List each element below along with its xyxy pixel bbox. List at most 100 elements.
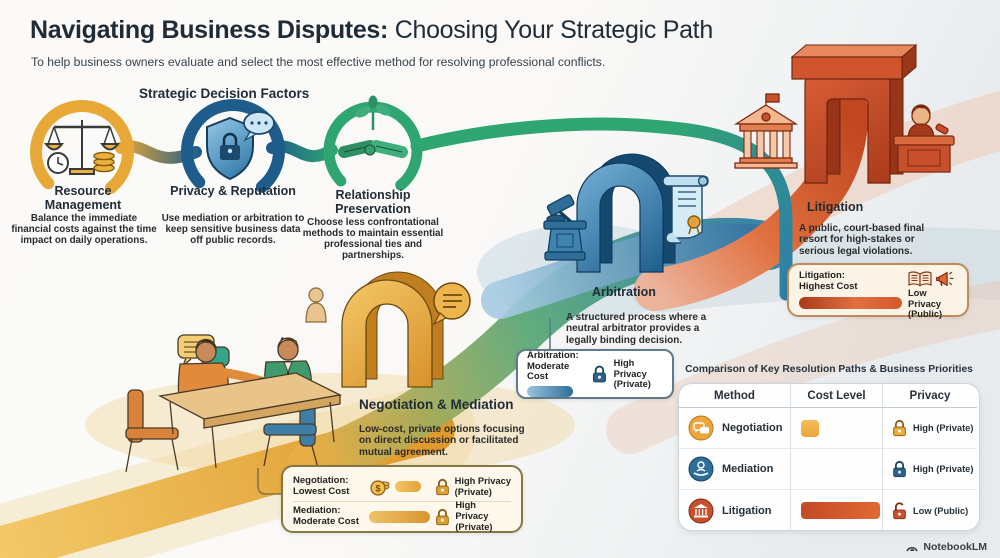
negotiation-mediation-callout: Negotiation: Lowest Cost $ High Privacy … bbox=[281, 465, 523, 533]
lock-icon bbox=[893, 419, 906, 437]
negotiation-scene-illustration bbox=[125, 334, 343, 473]
brand-watermark: NotebookLM bbox=[905, 541, 987, 553]
arbitration-callout: Arbitration: Moderate Cost High Privacy … bbox=[516, 349, 674, 399]
open-book-icon bbox=[908, 271, 932, 287]
privacy-value-negotiation: High (Private) bbox=[913, 423, 974, 433]
lock-icon bbox=[436, 508, 450, 525]
callout-connectors bbox=[257, 318, 551, 495]
factor-desc-relationship: Choose less confrontational methods to m… bbox=[302, 217, 444, 262]
factor-title-resource: Resource Management bbox=[44, 184, 122, 212]
factor-desc-privacy: Use mediation or arbitration to keep sen… bbox=[161, 213, 305, 247]
cost-bar-mediation bbox=[801, 461, 845, 478]
mediation-privacy-level: High Privacy bbox=[455, 500, 489, 522]
hand-person-icon bbox=[688, 456, 714, 482]
page-subtitle: To help business owners evaluate and sel… bbox=[31, 55, 606, 69]
gavel-podium-icon bbox=[543, 194, 587, 261]
column-header-privacy: Privacy bbox=[883, 384, 977, 408]
litigation-arch bbox=[790, 43, 918, 184]
courthouse-icon bbox=[733, 93, 799, 169]
negotiation-privacy: High Privacy (Private) bbox=[455, 476, 511, 497]
mediation-privacy-note: (Private) bbox=[455, 521, 493, 532]
negotiation-arch bbox=[341, 271, 444, 388]
lock-icon bbox=[592, 365, 606, 383]
page-title-emphasis: Navigating Business Disputes: bbox=[30, 16, 389, 44]
chat-bubbles-icon bbox=[688, 415, 714, 441]
arbitration-privacy-note: (Private) bbox=[613, 379, 651, 390]
table-row-mediation-cost bbox=[791, 449, 883, 490]
arbitration-title: Arbitration bbox=[592, 285, 656, 299]
privacy-value-mediation: High (Private) bbox=[913, 464, 974, 474]
litigation-label: Litigation: bbox=[799, 270, 845, 281]
factors-heading: Strategic Decision Factors bbox=[139, 86, 310, 101]
factor-title-relationship: Relationship Preservation bbox=[335, 188, 411, 216]
litigation-desc: A public, court-based final resort for h… bbox=[799, 223, 925, 257]
litigation-cost-block: Litigation: Highest Cost bbox=[799, 270, 902, 309]
table-row-mediation-privacy: High (Private) bbox=[883, 449, 977, 490]
arbitration-cost: Moderate Cost bbox=[527, 360, 570, 383]
scroll-document-icon bbox=[662, 175, 709, 244]
table-row-negotiation-method: Negotiation bbox=[679, 408, 791, 449]
open-lock-icon bbox=[893, 501, 906, 519]
table-row-negotiation-privacy: High (Private) bbox=[883, 408, 977, 449]
mediator-figure-icon bbox=[305, 287, 327, 323]
lock-icon bbox=[435, 478, 449, 495]
row-label-negotiation: Negotiation bbox=[722, 422, 783, 434]
page-title-rest: Choosing Your Strategic Path bbox=[388, 16, 714, 44]
brand-name: NotebookLM bbox=[923, 541, 987, 553]
litigation-privacy: Low Privacy (Public) bbox=[908, 288, 957, 320]
arbitration-cost-block: Arbitration: Moderate Cost bbox=[527, 349, 585, 398]
mediation-label: Mediation: bbox=[293, 504, 341, 516]
mediation-cost-label: Mediation: Moderate Cost bbox=[293, 504, 364, 528]
megaphone-icon bbox=[936, 271, 954, 287]
row-label-litigation: Litigation bbox=[722, 504, 772, 517]
factor-desc-resource: Balance the immediate financial costs ag… bbox=[11, 213, 157, 247]
negotiation-cost: Lowest Cost bbox=[293, 485, 350, 497]
cost-bar-negotiation bbox=[801, 419, 819, 437]
mediation-privacy: High Privacy (Private) bbox=[455, 500, 511, 532]
judge-bench-icon bbox=[893, 104, 955, 173]
arbitration-privacy-level: High Privacy bbox=[613, 357, 647, 379]
ring-resource bbox=[30, 100, 134, 204]
cost-bar-litigation bbox=[801, 502, 880, 519]
column-header-cost: Cost Level bbox=[791, 384, 883, 408]
negotiation-cost-label: Negotiation: Lowest Cost bbox=[293, 474, 365, 498]
courthouse-icon bbox=[688, 498, 714, 523]
table-row-litigation-method: Litigation bbox=[679, 490, 791, 530]
shield-lock-chat-icon bbox=[206, 111, 275, 181]
mediation-cost-bar bbox=[369, 510, 431, 523]
litigation-title: Litigation bbox=[807, 200, 864, 214]
row-label-mediation: Mediation bbox=[722, 463, 774, 475]
handshake-plant-icon bbox=[338, 95, 408, 158]
negotiation-label: Negotiation: bbox=[293, 474, 349, 486]
negotiation-privacy-note: (Private) bbox=[454, 486, 492, 497]
arbitration-cost-bar bbox=[527, 386, 573, 398]
coin-icon: $ bbox=[370, 479, 390, 496]
litigation-privacy-level: Low Privacy bbox=[908, 288, 942, 309]
litigation-cost-bar bbox=[799, 296, 902, 309]
table-row-litigation-cost bbox=[791, 490, 883, 530]
mediation-cost: Moderate Cost bbox=[293, 515, 359, 527]
privacy-value-litigation: Low (Public) bbox=[913, 505, 969, 516]
column-header-method: Method bbox=[679, 384, 791, 408]
litigation-callout: Litigation: Highest Cost Low Privacy (Pu… bbox=[787, 263, 969, 319]
negotiation-privacy-level: High Privacy bbox=[454, 475, 511, 486]
table-row-negotiation-cost bbox=[791, 408, 883, 449]
arbitration-desc: A structured process where a neutral arb… bbox=[566, 312, 707, 346]
table-row-mediation-method: Mediation bbox=[679, 449, 791, 490]
negotiation-title: Negotiation & Mediation bbox=[359, 397, 514, 412]
factor-title-privacy: Privacy & Reputation bbox=[170, 184, 296, 198]
table-row-litigation-privacy: Low (Public) bbox=[883, 490, 977, 530]
negotiation-desc: Low-cost, private options focusing on di… bbox=[359, 424, 525, 458]
scales-clock-coins-icon bbox=[44, 120, 120, 175]
arbitration-label: Arbitration: bbox=[527, 349, 579, 361]
lock-icon bbox=[893, 460, 906, 478]
arch-speech-bubble-icon bbox=[432, 282, 471, 326]
svg-text:$: $ bbox=[375, 483, 380, 493]
ring-privacy bbox=[181, 99, 285, 203]
notebooklm-logo-icon bbox=[906, 547, 919, 552]
litigation-cost: Highest Cost bbox=[799, 280, 858, 292]
arbitration-privacy: High Privacy (Private) bbox=[614, 358, 663, 390]
litigation-privacy-block: Low Privacy (Public) bbox=[908, 271, 957, 319]
